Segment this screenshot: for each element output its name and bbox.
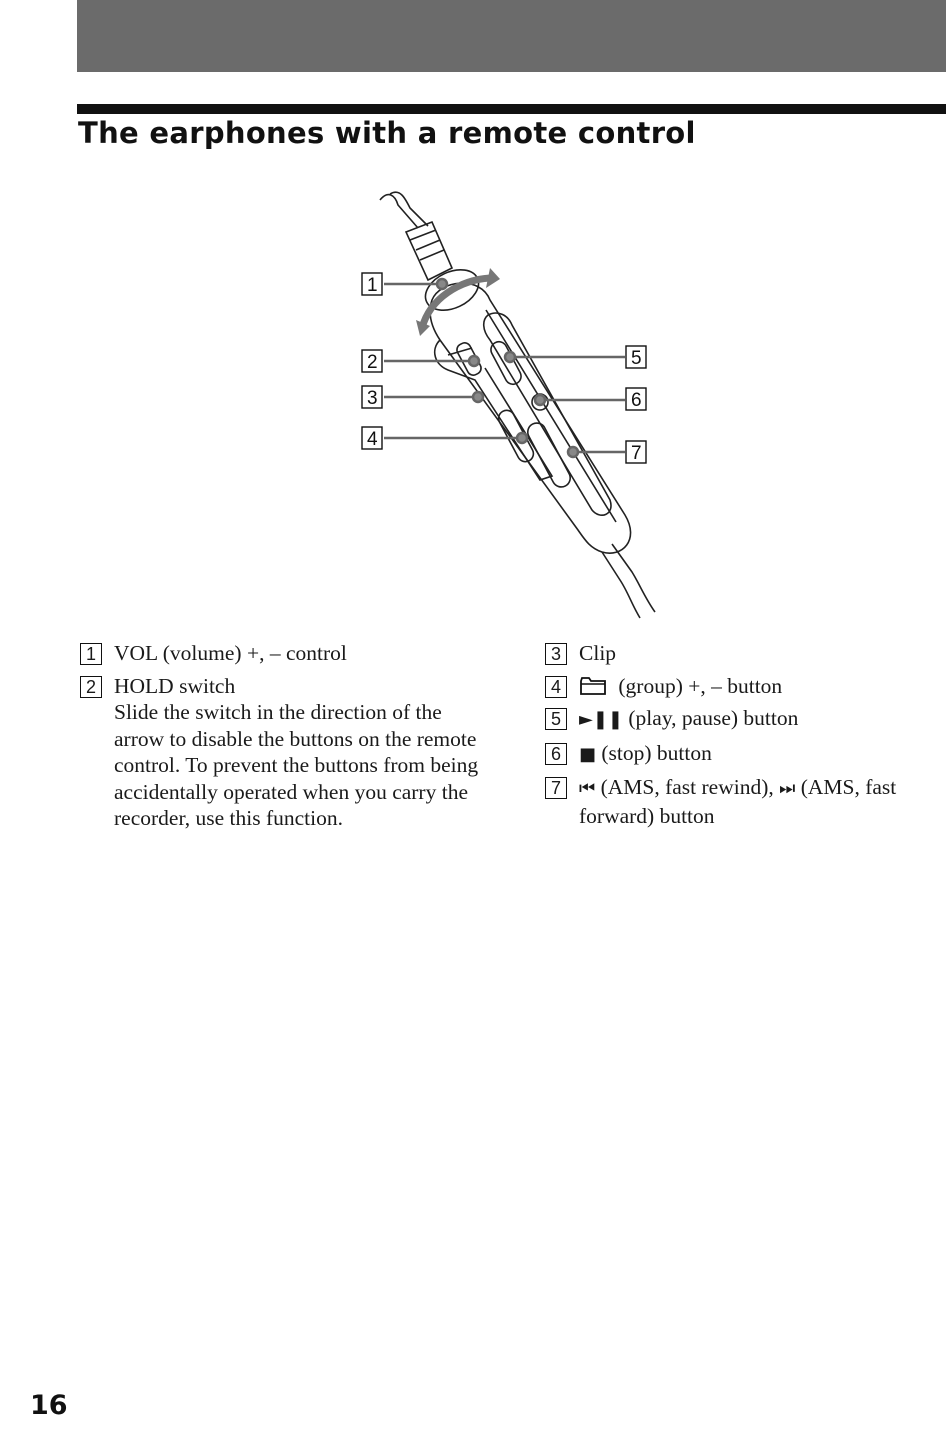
callout-7: 7 bbox=[625, 440, 647, 464]
play-pause-icon: ►❚❚ bbox=[579, 709, 624, 730]
list-item: 1 VOL (volume) +, – control bbox=[80, 640, 490, 667]
header-band bbox=[77, 0, 946, 72]
folder-icon bbox=[580, 676, 606, 695]
parts-list-left: 1 VOL (volume) +, – control 2 HOLD switc… bbox=[80, 640, 490, 838]
svg-text:7: 7 bbox=[631, 443, 642, 464]
item-text: VOL (volume) +, – control bbox=[114, 641, 347, 665]
callout-4: 4 bbox=[361, 426, 383, 450]
item-number: 5 bbox=[545, 708, 567, 730]
list-item: 2 HOLD switch Slide the switch in the di… bbox=[80, 673, 490, 832]
list-item: 5 ►❚❚ (play, pause) button bbox=[545, 705, 945, 734]
svg-text:5: 5 bbox=[631, 348, 642, 369]
svg-text:2: 2 bbox=[367, 352, 378, 373]
item-number: 4 bbox=[545, 675, 567, 698]
list-item: 7 ⏮ (AMS, fast rewind), ⏭ (AMS, fast for… bbox=[545, 774, 945, 829]
svg-text:1: 1 bbox=[367, 275, 378, 296]
item-text: (play, pause) button bbox=[628, 706, 799, 730]
stop-icon: ■ bbox=[579, 743, 597, 765]
callout-2: 2 bbox=[361, 349, 383, 373]
list-item: 4 (group) +, – button bbox=[545, 673, 945, 700]
fast-forward-icon: ⏭ bbox=[779, 778, 796, 799]
item-description: Slide the switch in the direction of the… bbox=[114, 700, 479, 830]
page-title: The earphones with a remote control bbox=[78, 116, 696, 150]
svg-text:3: 3 bbox=[367, 388, 378, 409]
callout-6: 6 bbox=[625, 387, 647, 411]
callout-5: 5 bbox=[625, 345, 647, 369]
remote-control-illustration: 1 2 3 4 5 6 7 bbox=[361, 191, 656, 619]
item-text: (stop) button bbox=[601, 740, 712, 765]
rewind-icon: ⏮ bbox=[579, 778, 596, 799]
item-text: HOLD switch bbox=[114, 673, 236, 698]
svg-text:4: 4 bbox=[367, 429, 378, 450]
title-rule bbox=[77, 104, 946, 114]
item-text: Clip bbox=[579, 641, 617, 665]
item-text-2: (AMS, fast forward) button bbox=[579, 775, 897, 828]
parts-list-right: 3 Clip 4 (group) +, – button 5 ►❚❚ (play… bbox=[545, 640, 945, 835]
list-item: 3 Clip bbox=[545, 640, 945, 667]
item-number: 2 bbox=[80, 675, 102, 698]
page-number: 16 bbox=[30, 1390, 68, 1421]
item-text: (AMS, fast rewind), bbox=[600, 775, 774, 799]
item-number: 1 bbox=[80, 643, 102, 665]
item-number: 6 bbox=[545, 742, 567, 765]
item-number: 7 bbox=[545, 777, 567, 799]
list-item: 6 ■ (stop) button bbox=[545, 740, 945, 769]
callout-3: 3 bbox=[361, 385, 383, 409]
callout-1: 1 bbox=[361, 272, 383, 296]
item-number: 3 bbox=[545, 643, 567, 665]
svg-text:6: 6 bbox=[631, 390, 642, 411]
item-text: (group) +, – button bbox=[618, 673, 783, 698]
